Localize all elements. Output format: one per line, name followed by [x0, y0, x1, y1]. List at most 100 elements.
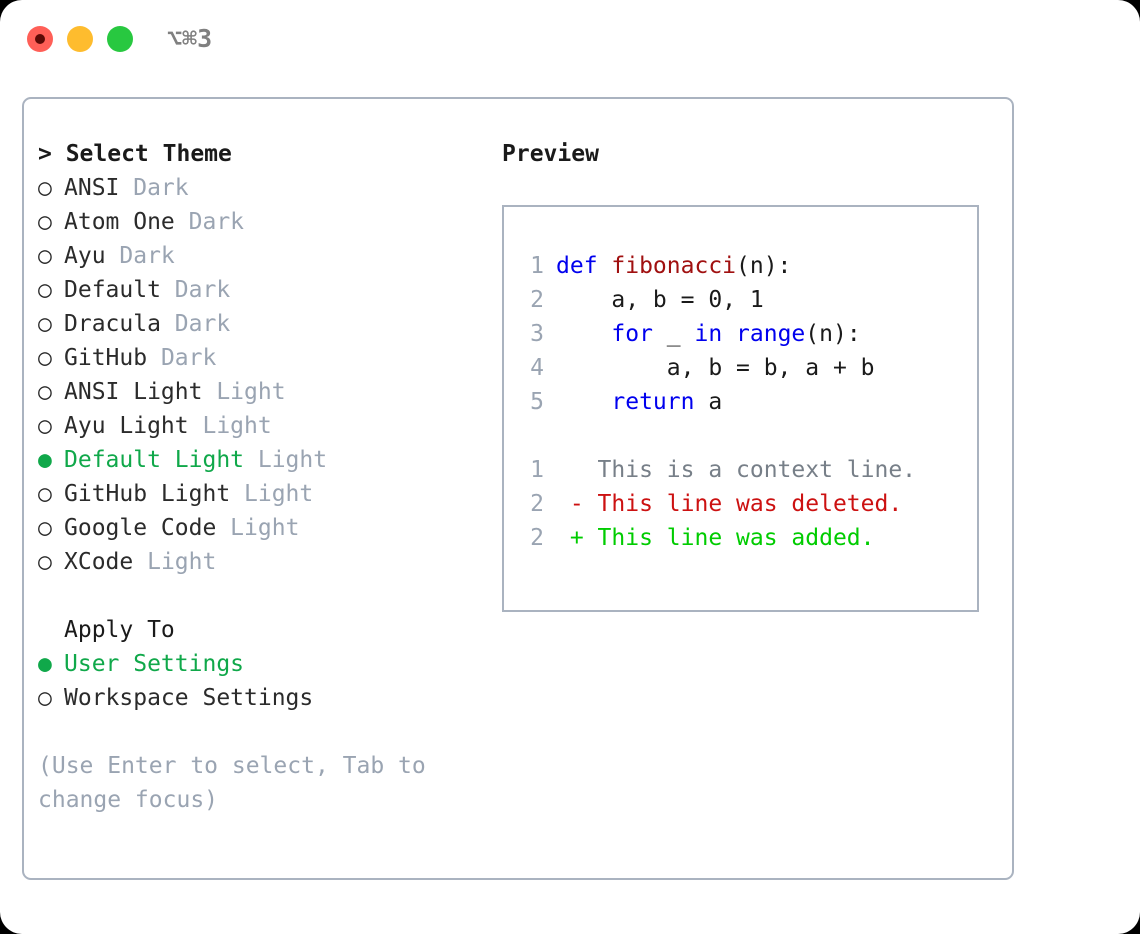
theme-option-variant: Light — [133, 549, 217, 575]
apply-to-list: ● User Settings ○ Workspace Settings — [38, 647, 508, 715]
radio-unselected-icon: ○ — [38, 175, 52, 201]
code-line-1: 2 a, b = 0, 1 — [516, 283, 971, 317]
theme-option-label: Google Code — [64, 515, 217, 541]
theme-list: ○ ANSI Dark ○ Atom One Dark ○ Ayu Dark ○ Defaul… — [38, 171, 508, 579]
radio-unselected-icon: ○ — [38, 345, 52, 371]
code-token: (n): — [805, 321, 861, 347]
title-bar: ⌥⌘3 — [0, 0, 1140, 78]
theme-option-label: Ayu Light — [64, 413, 189, 439]
theme-option-variant: Light — [216, 515, 300, 541]
code-token: a, b = b, a + b — [556, 355, 875, 381]
theme-option-0[interactable]: ○ ANSI Dark — [38, 171, 508, 205]
diff-text: - This line was deleted. — [556, 491, 903, 517]
theme-option-label: GitHub Light — [64, 481, 231, 507]
record-indicator-icon — [35, 34, 45, 44]
radio-selected-icon: ● — [38, 651, 52, 677]
select-theme-title: > Select Theme — [38, 141, 232, 167]
theme-option-label: Ayu — [64, 243, 106, 269]
theme-option-7[interactable]: ○ Ayu Light Light — [38, 409, 508, 443]
apply-to-option-0[interactable]: ● User Settings — [38, 647, 508, 681]
code-token: a, b = 0, 1 — [556, 287, 764, 313]
line-number: 2 — [530, 525, 544, 551]
line-number: 2 — [530, 287, 544, 313]
code-token — [556, 321, 611, 347]
apply-to-option-label: Workspace Settings — [64, 685, 314, 711]
theme-option-label: Default Light — [64, 447, 245, 473]
line-number: 3 — [530, 321, 544, 347]
code-token: range — [736, 321, 806, 347]
code-line-3: 4 a, b = b, a + b — [516, 351, 971, 385]
theme-option-8[interactable]: ● Default Light Light — [38, 443, 508, 477]
theme-option-variant: Dark — [160, 311, 231, 337]
maximize-button-icon[interactable] — [107, 26, 133, 52]
apply-to-option-label: User Settings — [64, 651, 245, 677]
theme-option-variant: Dark — [160, 277, 231, 303]
radio-unselected-icon: ○ — [38, 481, 52, 507]
theme-option-6[interactable]: ○ANSI Light Light — [38, 375, 508, 409]
theme-option-label: Atom One — [64, 209, 175, 235]
theme-option-label: Default — [64, 277, 161, 303]
code-token: (n): — [736, 253, 792, 279]
code-token: in — [694, 321, 723, 347]
radio-unselected-icon: ○ — [38, 277, 52, 303]
radio-unselected-icon: ○ — [38, 413, 52, 439]
theme-option-1[interactable]: ○ Atom One Dark — [38, 205, 508, 239]
theme-picker-column: > Select Theme ○ANSI Dark○Atom One Dark○… — [38, 137, 508, 817]
apply-to-option-1[interactable]: ○ Workspace Settings — [38, 681, 508, 715]
line-number: 4 — [530, 355, 544, 381]
radio-unselected-icon: ○ — [38, 379, 52, 405]
code-diff-spacer — [516, 419, 971, 453]
radio-unselected-icon: ○ — [38, 549, 52, 575]
theme-option-variant: Dark — [105, 243, 175, 269]
diff-line-0: 1 This is a context line. — [516, 453, 971, 487]
code-line-2: 3 for _ in range(n): — [516, 317, 971, 351]
theme-option-variant: Light — [202, 379, 286, 405]
code-token: return — [611, 389, 695, 415]
code-token: for — [611, 321, 653, 347]
theme-option-10[interactable]: ○ Google Code Light — [38, 511, 508, 545]
diff-line-2: 2 + This line was added. — [516, 521, 971, 555]
keyboard-shortcut-label: ⌥⌘3 — [167, 24, 213, 53]
theme-option-variant: Dark — [147, 345, 217, 371]
preview-title: Preview — [502, 141, 599, 167]
close-button-icon[interactable] — [27, 26, 53, 52]
minimize-button-icon[interactable] — [67, 26, 93, 52]
line-number: 1 — [530, 457, 544, 483]
theme-option-2[interactable]: ○ Ayu Dark — [38, 239, 508, 273]
theme-option-4[interactable]: ○Dracula Dark — [38, 307, 508, 341]
theme-option-5[interactable]: ○ GitHub Dark — [38, 341, 508, 375]
radio-unselected-icon: ○ — [38, 311, 52, 337]
theme-option-variant: Dark — [174, 209, 245, 235]
theme-option-label: GitHub — [64, 345, 148, 371]
code-token: a — [694, 389, 723, 415]
code-token: def — [556, 253, 612, 279]
code-token: _ — [652, 321, 695, 347]
code-token: fibonacci — [611, 253, 737, 279]
diff-text: + This line was added. — [556, 525, 875, 551]
keyboard-hint-text: (Use Enter to select, Tab to change focu… — [38, 753, 426, 813]
theme-option-variant: Light — [230, 481, 314, 507]
line-number: 5 — [530, 389, 544, 415]
radio-unselected-icon: ○ — [38, 243, 52, 269]
radio-unselected-icon: ○ — [38, 515, 52, 541]
radio-selected-icon: ● — [38, 447, 52, 473]
code-line-0: 1 def fibonacci(n): — [516, 249, 971, 283]
theme-option-variant: Light — [244, 447, 328, 473]
diff-text: This is a context line. — [556, 457, 917, 483]
code-token — [722, 321, 736, 347]
radio-unselected-icon: ○ — [38, 685, 52, 711]
theme-option-label: XCode — [64, 549, 134, 575]
theme-option-3[interactable]: ○ Default Dark — [38, 273, 508, 307]
theme-option-11[interactable]: ○ XCode Light — [38, 545, 508, 579]
radio-unselected-icon: ○ — [38, 209, 52, 235]
diff-line-1: 2 - This line was deleted. — [516, 487, 971, 521]
line-number: 1 — [530, 253, 544, 279]
theme-option-label: ANSI — [64, 175, 120, 201]
theme-option-variant: Dark — [119, 175, 189, 201]
theme-option-variant: Light — [188, 413, 272, 439]
theme-option-9[interactable]: ○ GitHub Light Light — [38, 477, 508, 511]
code-line-4: 5 return a — [516, 385, 971, 419]
